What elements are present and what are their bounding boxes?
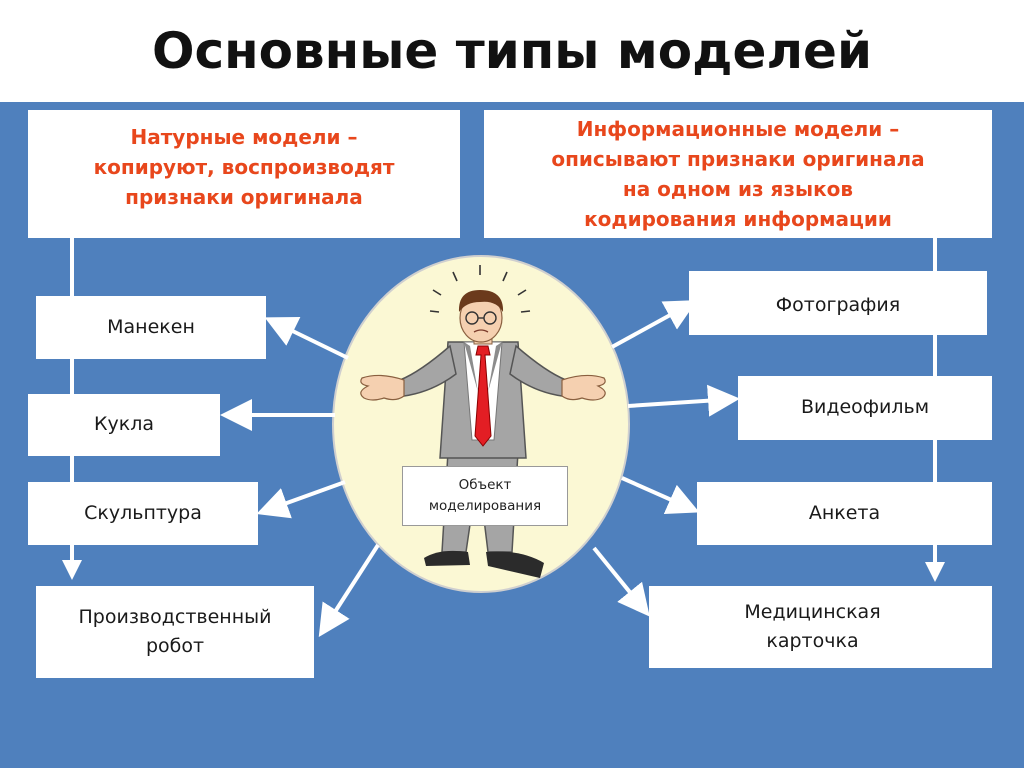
person-figure xyxy=(360,265,606,578)
natural-models-header: Натурные модели – копируют, воспроизводя… xyxy=(28,110,460,238)
arrow-to-robot xyxy=(318,543,380,638)
medical-card-box: Медицинская карточка xyxy=(649,586,992,668)
modeling-object-label: Объект моделирования xyxy=(402,466,568,526)
natural-vertical-arrowhead xyxy=(62,560,82,580)
arrow-to-survey xyxy=(621,476,700,515)
informational-models-header: Информационные модели – описывают призна… xyxy=(484,110,992,238)
arrow-to-mannequin xyxy=(264,317,349,360)
arrow-to-medical-card xyxy=(592,546,650,617)
arrow-to-video xyxy=(627,384,740,417)
sculpture-box: Скульптура xyxy=(28,482,258,545)
video-box: Видеофильм xyxy=(738,376,992,440)
industrial-robot-box: Производственный робот xyxy=(36,586,314,678)
info-vertical-arrowhead xyxy=(925,562,945,582)
arrow-to-sculpture xyxy=(256,480,346,519)
photo-box: Фотография xyxy=(689,271,987,335)
mannequin-box: Манекен xyxy=(36,296,266,359)
arrow-to-photo xyxy=(611,300,698,349)
survey-box: Анкета xyxy=(697,482,992,545)
doll-box: Кукла xyxy=(28,394,220,456)
page-title: Основные типы моделей xyxy=(151,22,873,80)
